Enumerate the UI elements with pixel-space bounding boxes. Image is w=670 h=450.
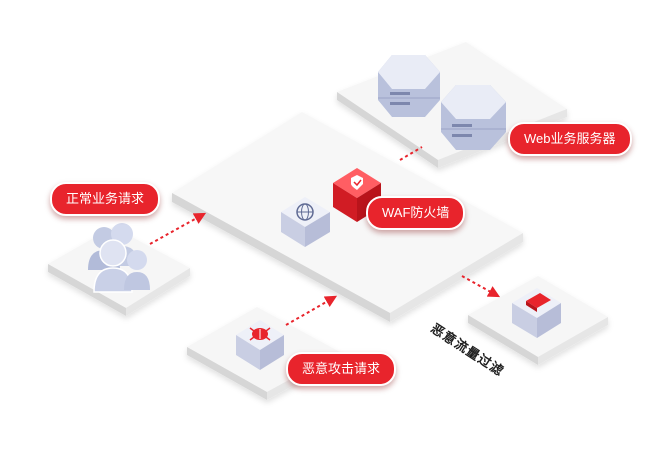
normal-request-arrow bbox=[149, 212, 207, 245]
bug-icon bbox=[236, 320, 284, 370]
web-servers-label: Web业务服务器 bbox=[508, 122, 632, 156]
server-icon bbox=[378, 55, 440, 117]
server-link bbox=[399, 146, 423, 161]
normal-request-label: 正常业务请求 bbox=[50, 182, 161, 216]
attack-request-arrow bbox=[285, 295, 338, 326]
malicious-request-label: 恶意攻击请求 bbox=[286, 352, 397, 386]
filter-arrow bbox=[461, 275, 501, 298]
globe-icon bbox=[281, 197, 330, 247]
users-icon bbox=[88, 223, 150, 293]
server-icon bbox=[441, 85, 506, 150]
folder-icon bbox=[512, 288, 561, 338]
waf-label: WAF防火墙 bbox=[366, 196, 466, 230]
